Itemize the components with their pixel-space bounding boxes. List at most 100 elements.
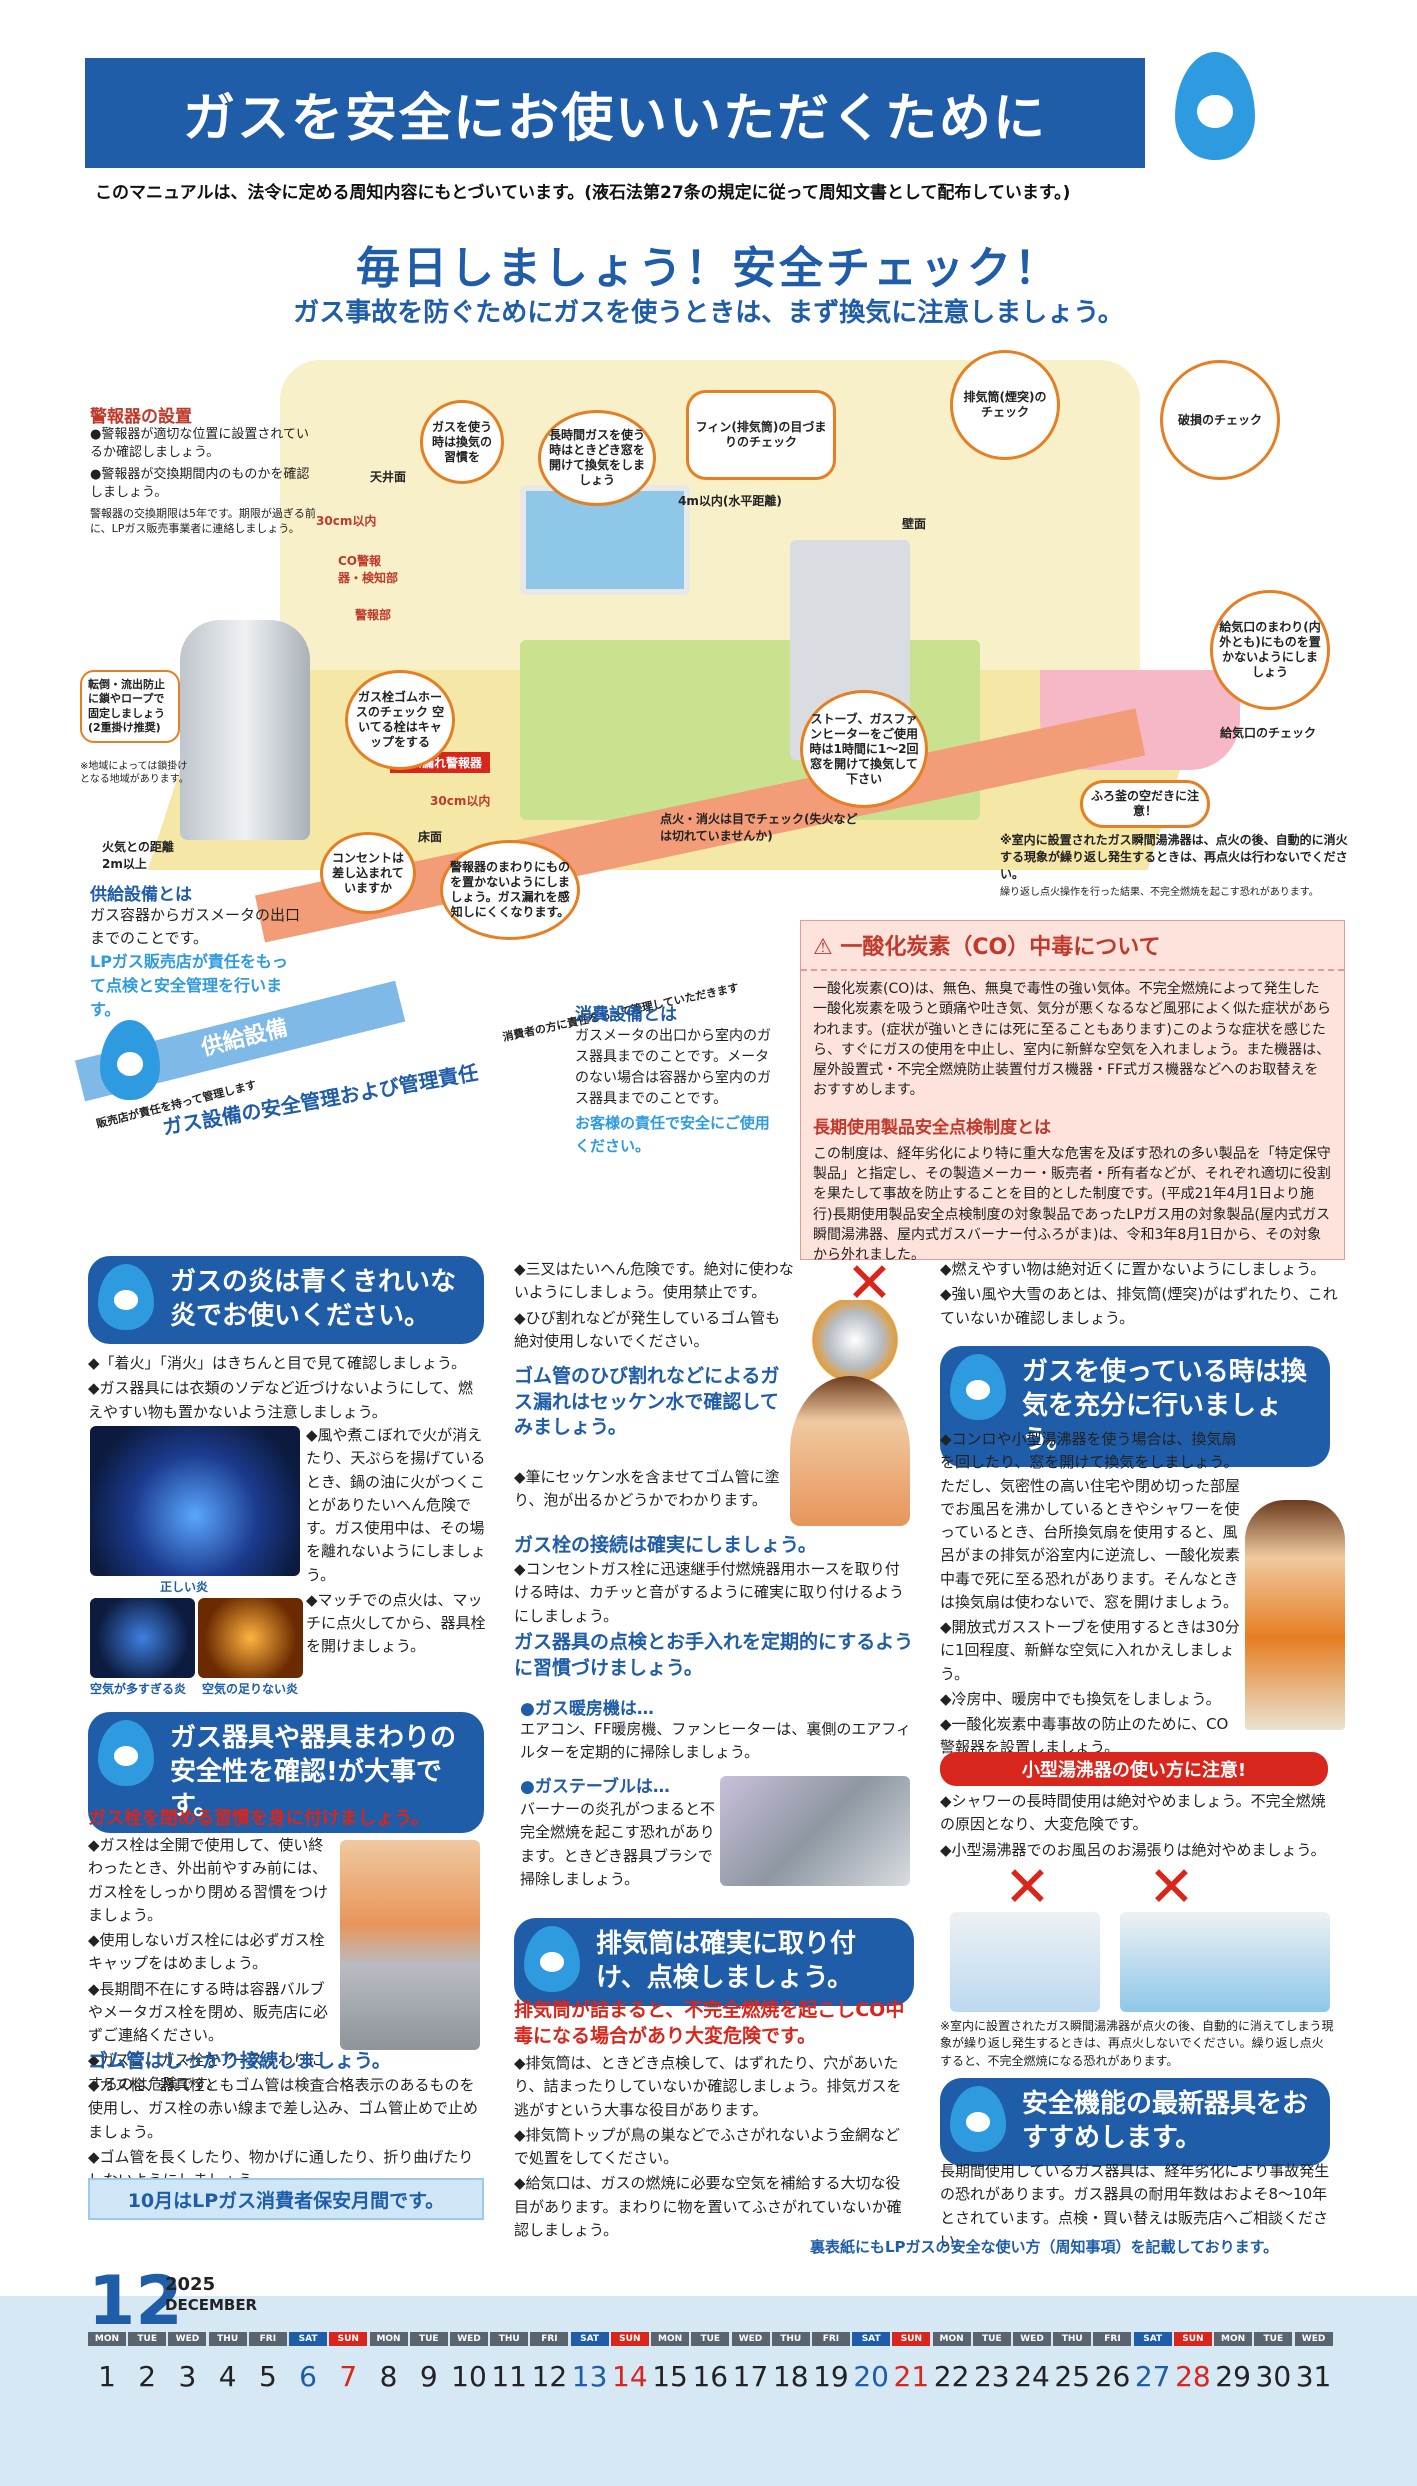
calendar-weekday: SUN <box>610 2332 649 2346</box>
label-co-alarm: CO警報器・検知部 <box>338 554 399 585</box>
alarm-note: 警報器の交換期限は5年です。期限が過ぎる前に、LPガス販売事業者に連絡しましょう… <box>90 507 316 536</box>
calendar-date: 18 <box>772 2360 809 2393</box>
window-woman-illustration <box>1245 1500 1345 1730</box>
calendar-date: 1 <box>98 2360 116 2393</box>
callout-stove: ストーブ、ガスファンヒーターをご使用時は1時間に1〜2回窓を開けて換気して下さい <box>800 690 928 808</box>
callout-hose: ガス栓ゴムホースのチェック 空いてる栓はキャップをする <box>345 670 455 770</box>
valve-items: ◆ガス栓は全開で使用して、使い終わったとき、外出前やすみ前には、ガス栓をしっかり… <box>88 1834 328 2098</box>
hose-item-1: ◆ガス栓、器具栓ともゴム管は検査合格表示のあるものを使用し、ガス栓の赤い線まで差… <box>88 2076 479 2141</box>
path-consume-label: 消費設備 <box>558 933 651 976</box>
table-subtitle: ●ガステーブルは… <box>520 1777 670 1797</box>
calendar-date: 31 <box>1295 2360 1332 2393</box>
calendar-day: FRI 12 <box>530 2332 569 2393</box>
maintenance-title: ガス器具の点検とお手入れを定期的にするように習慣づけましょう。 <box>514 1631 914 1679</box>
calendar-weekday: SAT <box>289 2332 328 2346</box>
label-chain: 転倒・流出防止に鎖やロープで固定しましょう(2重掛け推奨) <box>80 670 180 744</box>
alarm-item-1: ●警報器が適切な位置に設置されているか確認しましょう。 <box>90 427 309 461</box>
footer-message: 裏表紙にもLPガスの安全な使い方（周知事項）を記載しております。 <box>810 2238 1279 2256</box>
flame-item-2: ◆ガス器具には衣類のソデなど近づけないようにして、燃えやすい物も置かないよう注意… <box>88 1379 474 1421</box>
callout-exhaust: 排気筒(煙突)のチェック <box>950 350 1060 460</box>
flame-items: ◆「着火」「消火」はきちんと目で見て確認しましょう。 ◆ガス器具には衣類のソデな… <box>88 1352 484 1426</box>
calendar-weekday: SAT <box>1133 2332 1172 2346</box>
calendar-date: 14 <box>612 2360 648 2393</box>
supply-title: 供給設備とは <box>90 885 192 905</box>
calendar-date: 8 <box>379 2360 398 2393</box>
label-ceiling: 天井面 <box>370 470 407 484</box>
calendar-day: SAT 27 <box>1133 2332 1172 2393</box>
calendar-date: 11 <box>491 2360 527 2393</box>
gas-valve-illustration <box>340 1840 480 2050</box>
callout-window: 長時間ガスを使う時はときどき窓を開けて換気をしましょう <box>538 410 656 506</box>
table-text: バーナーの炎孔がつまると不完全燃焼を起こす恐れがあります。ときどき器具ブラシで掃… <box>520 1800 716 1888</box>
calendar-date: 12 <box>531 2360 568 2393</box>
calendar-weekday: WED <box>731 2332 770 2346</box>
mascot-icon <box>1175 52 1255 160</box>
caption-air-less: 空気の足りない炎 <box>202 1682 299 1696</box>
calendar-weekday: TUE <box>409 2332 448 2346</box>
water-item-2: ◆小型湯沸器でのお風呂のお湯張りは絶対やめましょう。 <box>940 1840 1326 1859</box>
callout-vent-around: 給気口のまわり(内外とも)にものを置かないようにしましょう <box>1210 590 1330 710</box>
calendar-weekday: FRI <box>1093 2332 1132 2346</box>
calendar-date: 9 <box>419 2360 438 2393</box>
headline-title: 毎日しましょう！安全チェック！ <box>356 243 1061 294</box>
ventilation-item-1: ◆コンロや小型湯沸器を使う場合は、換気扇を回したり、窓を開けて換気をしましょう。… <box>940 1430 1241 1611</box>
shower-prohibited-x-icon: ✕ <box>1004 1855 1051 1920</box>
mascot-icon <box>524 1926 580 1992</box>
page-title: ガスを安全にお使いいただくために <box>85 58 1145 168</box>
mascot-supply-icon <box>100 1020 160 1100</box>
calendar-weekday: TUE <box>691 2332 730 2346</box>
calendar-weekday: THU <box>1053 2332 1092 2346</box>
basin-illustration <box>1120 1912 1330 2012</box>
calendar-date: 26 <box>1094 2360 1131 2393</box>
calendar-weekday: MON <box>651 2332 690 2346</box>
valve-item-4: ◆ガス管、ガス栓をアースがわりにするのは危険です。 <box>88 2051 323 2093</box>
valve-habit-title: ガス栓を閉める習慣を身に付けましょう。 <box>88 1808 429 1829</box>
flame-air-less-photo <box>198 1598 303 1678</box>
calendar-date: 10 <box>451 2360 487 2393</box>
calendar-weekday: WED <box>1013 2332 1052 2346</box>
gas-cylinders <box>180 620 310 840</box>
water-heater-note: ※室内に設置されたガス瞬間湯沸器が点火の後、自動的に消えてしまう現象が繰り返し発… <box>940 2019 1334 2068</box>
rubber-hose-title: ゴム管はしっかり接続しましょう。 <box>88 2050 391 2072</box>
calendar-date: 22 <box>933 2360 970 2393</box>
calendar-weekday: TUE <box>128 2332 167 2346</box>
col2-item-2: ◆ひび割れなどが発生しているゴム管も絶対使用しないでください。 <box>514 1308 781 1350</box>
alarm-item-2: ●警報器が交換期間内のものかを確認しましょう。 <box>90 467 310 501</box>
exhaust-item-3: ◆給気口は、ガスの燃焼に必要な空気を補給する大切な役目があります。まわりに物を置… <box>514 2174 902 2239</box>
calendar-date: 28 <box>1175 2360 1211 2393</box>
supply-text: ガス容器からガスメータの出口までのことです。 <box>90 906 301 947</box>
flame-side-1: ◆風や煮こぼれで火が消えたり、天ぷらを揚げているとき、鍋の油に火がつくことがあり… <box>306 1426 486 1584</box>
col3-items: ◆燃えやすい物は絶対近くに置かないようにしましょう。 ◆強い風や大雪のあとは、排… <box>940 1258 1340 1332</box>
water-heater-warning-bar: 小型湯沸器の使い方に注意! <box>940 1752 1328 1786</box>
calendar-weekday: FRI <box>530 2332 569 2346</box>
calendar-date: 4 <box>218 2360 237 2393</box>
callout-damage: 破損のチェック <box>1160 360 1280 480</box>
flame-side-2: ◆マッチでの点火は、マッチに点火してから、器具栓を開けましょう。 <box>306 1590 486 1656</box>
consume-resp: お客様の責任で安全にご使用ください。 <box>575 1114 770 1155</box>
exhaust-warning: 排気筒が詰まると、不完全燃焼を起こしCO中毒になる場合があり大変危険です。 <box>514 1999 905 2047</box>
flame-correct-photo <box>90 1426 300 1576</box>
burner-brush-illustration <box>720 1776 910 1886</box>
col3-item-1: ◆燃えやすい物は絶対近くに置かないようにしましょう。 <box>940 1260 1326 1278</box>
co-info-box: ⚠ 一酸化炭素（CO）中毒について 一酸化炭素(CO)は、無色、無臭で毒性の強い… <box>800 920 1345 1263</box>
calendar-weekday: MON <box>1214 2332 1253 2346</box>
consume-title: 消費設備とは <box>575 1005 677 1025</box>
shower-illustration <box>950 1912 1100 2012</box>
calendar-weekday: SUN <box>892 2332 931 2346</box>
calendar-date: 27 <box>1134 2360 1171 2393</box>
calendar-weekday: TUE <box>1254 2332 1293 2346</box>
mascot-icon <box>950 2086 1006 2152</box>
